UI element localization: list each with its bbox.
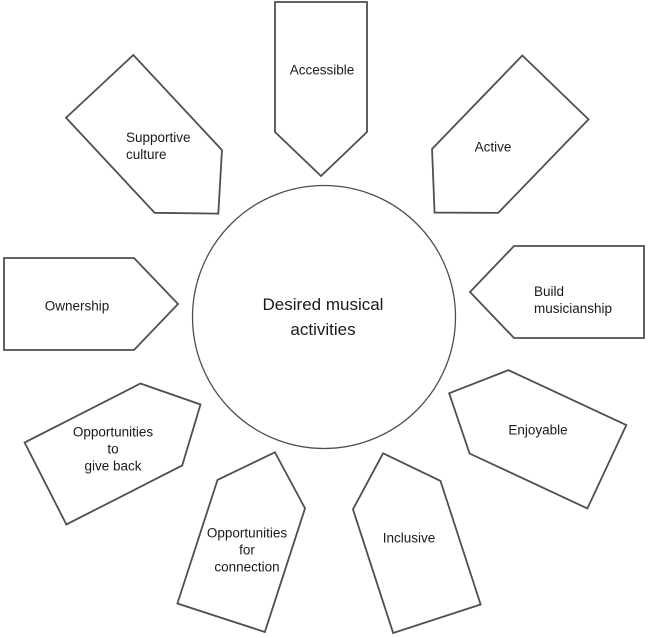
node-label-build-musicianship: Build musicianship (534, 283, 612, 317)
center-label-line-2: activities (290, 320, 356, 339)
node-label-line: Enjoyable (508, 422, 568, 438)
node-shape-supportive-culture (64, 53, 223, 215)
node-shape-enjoyable (448, 369, 628, 510)
node-label-line: give back (84, 458, 142, 474)
node-shape-accessible (274, 1, 368, 178)
node-label-enjoyable: Enjoyable (508, 422, 567, 439)
node-label-supportive-culture: Supportive culture (126, 129, 191, 163)
node-label-line: Ownership (44, 298, 110, 314)
node-label-line: culture (126, 147, 167, 162)
node-label-line: to (107, 441, 119, 457)
node-shape-build-musicianship (468, 245, 645, 339)
node-label-line: musicianship (534, 301, 613, 316)
node-shape-opportunities-for-connection (176, 451, 307, 634)
center-circle (191, 184, 457, 450)
node-label-line: Accessible (289, 62, 355, 78)
node-label-accessible: Accessible (290, 62, 355, 79)
node-label-line: Opportunities (72, 424, 154, 440)
node-label-line: Inclusive (382, 530, 436, 546)
node-shape-ownership (3, 257, 180, 351)
node-shape-inclusive (351, 452, 482, 635)
node-label-active: Active (475, 139, 512, 156)
node-shape-opportunities-to-give-back (23, 382, 202, 526)
node-label-line: connection (214, 559, 280, 575)
node-label-line: Supportive (126, 130, 191, 145)
node-label-line: Active (474, 139, 512, 155)
center-circle-label: Desired musical activities (263, 292, 384, 342)
node-label-inclusive: Inclusive (383, 530, 436, 547)
node-label-line: Build (534, 284, 565, 299)
center-label-line-1: Desired musical (262, 295, 384, 314)
node-label-ownership: Ownership (45, 298, 110, 315)
node-shape-active (431, 54, 590, 214)
node-label-line: for (239, 542, 255, 558)
node-label-line: Opportunities (206, 525, 288, 541)
